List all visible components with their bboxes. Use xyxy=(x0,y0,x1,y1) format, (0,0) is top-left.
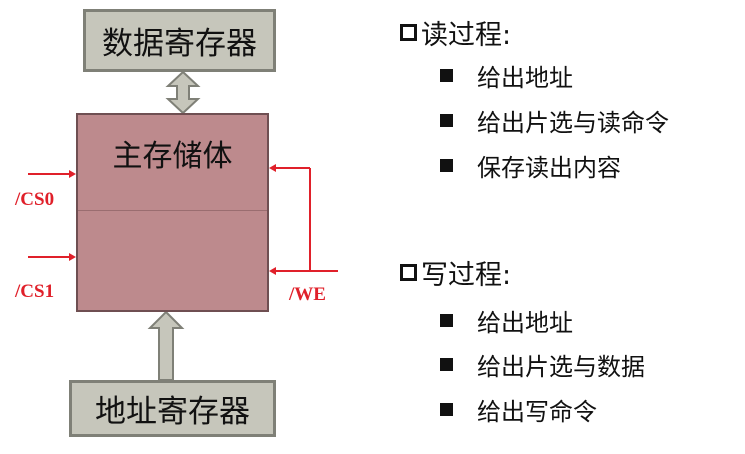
cs1-label: /CS1 xyxy=(15,281,55,302)
checkbox-square-icon xyxy=(400,24,417,41)
list-item: 给出地址 xyxy=(440,58,573,93)
cs0-arrowhead xyxy=(69,170,76,178)
list-item-text: 给出片选与读命令 xyxy=(477,109,669,137)
cs0-label: /CS0 xyxy=(15,189,55,210)
list-item: 给出片选与数据 xyxy=(440,347,645,382)
bullet-square-icon xyxy=(440,314,453,327)
list-item-text: 保存读出内容 xyxy=(477,154,621,182)
cs1-arrowhead xyxy=(69,253,76,261)
bullet-square-icon xyxy=(440,403,453,416)
write-process-title: 写过程: xyxy=(421,260,512,291)
bullet-square-icon xyxy=(440,159,453,172)
memory-divider xyxy=(78,210,267,211)
data-register: 数据寄存器 xyxy=(83,9,276,72)
write-process-heading: 写过程: xyxy=(400,253,511,292)
we-label: /WE xyxy=(289,284,326,305)
list-item-text: 给出地址 xyxy=(477,309,573,337)
we-arrowhead-bottom xyxy=(269,267,276,275)
address-register-label: 地址寄存器 xyxy=(95,394,250,430)
list-item: 给出地址 xyxy=(440,303,573,338)
list-item-text: 给出写命令 xyxy=(477,398,597,426)
bullet-square-icon xyxy=(440,114,453,127)
main-memory-label: 主存储体 xyxy=(112,139,233,174)
address-register: 地址寄存器 xyxy=(69,380,276,437)
bullet-square-icon xyxy=(440,358,453,371)
data-bus-double-arrow xyxy=(165,70,201,115)
list-item-text: 给出片选与数据 xyxy=(477,353,645,381)
list-item: 保存读出内容 xyxy=(440,148,621,183)
list-item: 给出片选与读命令 xyxy=(440,103,669,138)
list-item-text: 给出地址 xyxy=(477,64,573,92)
main-memory: 主存储体 xyxy=(76,113,269,312)
we-arrowhead-top xyxy=(269,164,276,172)
data-register-label: 数据寄存器 xyxy=(102,26,257,62)
read-process-title: 读过程: xyxy=(421,20,512,51)
address-bus-arrow xyxy=(147,310,185,381)
read-process-heading: 读过程: xyxy=(400,13,511,52)
checkbox-square-icon xyxy=(400,264,417,281)
bullet-square-icon xyxy=(440,69,453,82)
list-item: 给出写命令 xyxy=(440,392,597,427)
